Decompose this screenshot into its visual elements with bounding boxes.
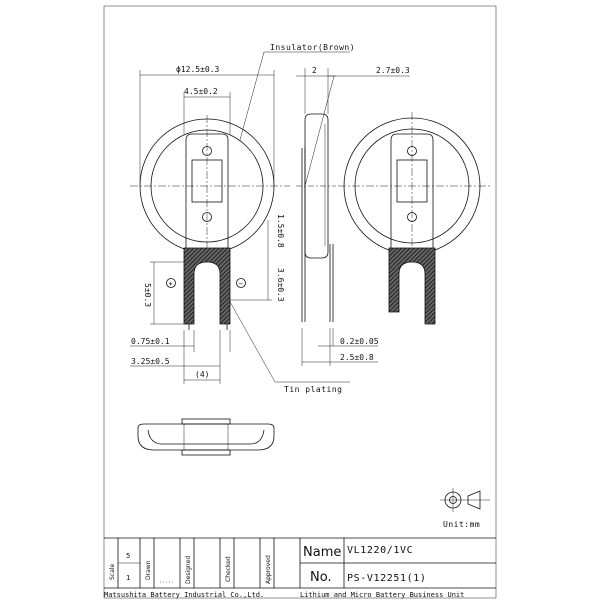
front-view: + − ϕ12.5±0.3 4.5±0.2 Insulator(Brown) 1…	[130, 43, 355, 394]
dim-lead-offset: 3.25±0.5	[131, 357, 170, 366]
plus-sign: +	[169, 280, 173, 288]
designed-label: Designed	[185, 556, 192, 584]
scale-label: Scale	[109, 564, 116, 580]
name-value: VL1220/1VC	[347, 545, 413, 556]
insulator-ring	[150, 129, 264, 243]
dim-side-offset: 2.5±0.8	[340, 353, 374, 362]
label-tin-plating: Tin plating	[284, 385, 342, 394]
dim-height-total: 2.7±0.3	[376, 66, 410, 75]
label-insulator: Insulator(Brown)	[270, 43, 355, 52]
dim-diameter: ϕ12.5±0.3	[176, 65, 220, 74]
no-value: PS-V12251(1)	[347, 573, 426, 584]
dim-lead-length: 3.6±0.3	[276, 268, 285, 302]
dim-lead-spacing: 1.5±0.8	[276, 214, 285, 248]
scale-bottom: 1	[126, 574, 130, 582]
projection-symbol	[440, 488, 490, 512]
minus-sign: −	[239, 280, 243, 288]
title-block: Scale 5 1 Drawn Designed Checked Approve…	[104, 537, 496, 599]
name-label: Name	[303, 545, 341, 560]
rear-view	[338, 112, 490, 325]
dim-tab-width: 4.5±0.2	[184, 87, 218, 96]
dim-lead-height: 5±0.3	[143, 283, 152, 307]
dim-pitch: (4)	[195, 370, 209, 379]
no-label: No.	[310, 570, 332, 585]
bottom-view	[137, 418, 275, 456]
company-name: Matsushita Battery Industrial Co.,Ltd.	[104, 591, 264, 599]
scale-top: 5	[126, 552, 130, 560]
top-tab	[185, 133, 229, 248]
lead-terminal	[183, 247, 231, 325]
division-name: Lithium and Micro Battery Business Unit	[300, 591, 464, 599]
dim-thickness: 2	[312, 66, 317, 75]
unit-label: Unit:mm	[443, 520, 480, 529]
rear-lead-terminal	[388, 247, 436, 325]
drawn-label: Drawn	[145, 560, 152, 580]
dim-lead-thickness: 0.2±0.05	[340, 337, 379, 346]
dim-lead-width: 0.75±0.1	[131, 337, 170, 346]
approved-label: Approved	[265, 555, 272, 584]
checked-label: Checked	[225, 556, 232, 582]
drawing-border	[103, 5, 497, 599]
side-view: 2 2.7±0.3 0.2±0.05 2.5±0.8	[296, 66, 410, 366]
